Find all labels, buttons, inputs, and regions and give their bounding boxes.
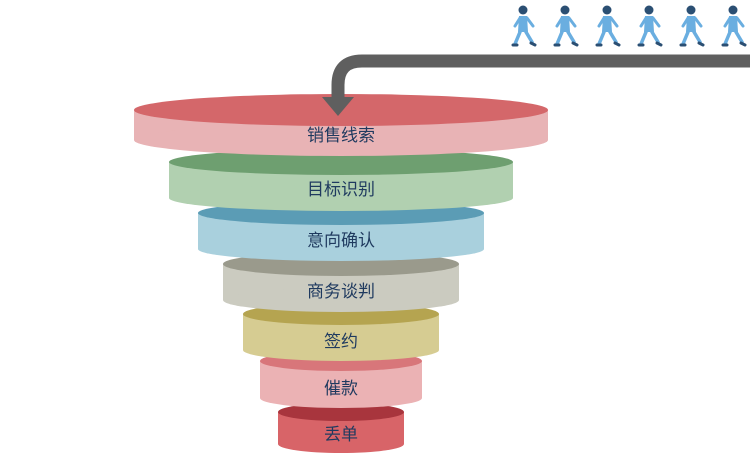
funnel-stage-label: 销售线索 [307, 126, 375, 146]
funnel-stage-label: 目标识别 [307, 180, 375, 200]
funnel-stage-dan: 丢单 [278, 403, 404, 453]
funnel-stage-xiansuo-base [134, 124, 548, 156]
walking-person-icon [679, 5, 705, 47]
funnel-stage-yixiang-base [198, 237, 484, 261]
funnel-stage-label: 丢单 [324, 425, 358, 445]
funnel-stage-qianyue-base [243, 339, 439, 361]
walking-person-icon [553, 5, 579, 47]
funnel-layers: 丢单 催款 签约 商务谈判 意向确认 [134, 94, 548, 453]
funnel-stage-label: 签约 [324, 332, 358, 352]
funnel-stage-label: 商务谈判 [307, 282, 375, 302]
arrow-head [322, 97, 354, 116]
funnel-stage-dan-base [278, 435, 404, 453]
funnel-stage-tanpan: 商务谈判 [223, 252, 459, 312]
funnel-stage-mubiao: 目标识别 [169, 149, 513, 211]
arrow-shaft [331, 54, 750, 100]
walking-person-icon [637, 5, 663, 47]
down-arrow-icon [322, 54, 750, 116]
funnel-stage-mubiao-base [169, 185, 513, 211]
funnel-stage-tanpan-base [223, 288, 459, 312]
funnel-stage-qianyue: 签约 [243, 303, 439, 361]
funnel-stage-label: 意向确认 [307, 231, 375, 251]
walking-person-icon [511, 5, 537, 47]
funnel-stage-cuikuan-base [260, 388, 422, 408]
funnel-stage-yixiang: 意向确认 [198, 201, 484, 261]
funnel-stage-dan-top [278, 403, 404, 421]
walking-person-icon [595, 5, 621, 47]
walking-person-icon [721, 5, 747, 47]
funnel-stage-label: 催款 [324, 379, 358, 399]
people-row [511, 5, 747, 47]
funnel-stage-mubiao-top [169, 149, 513, 175]
